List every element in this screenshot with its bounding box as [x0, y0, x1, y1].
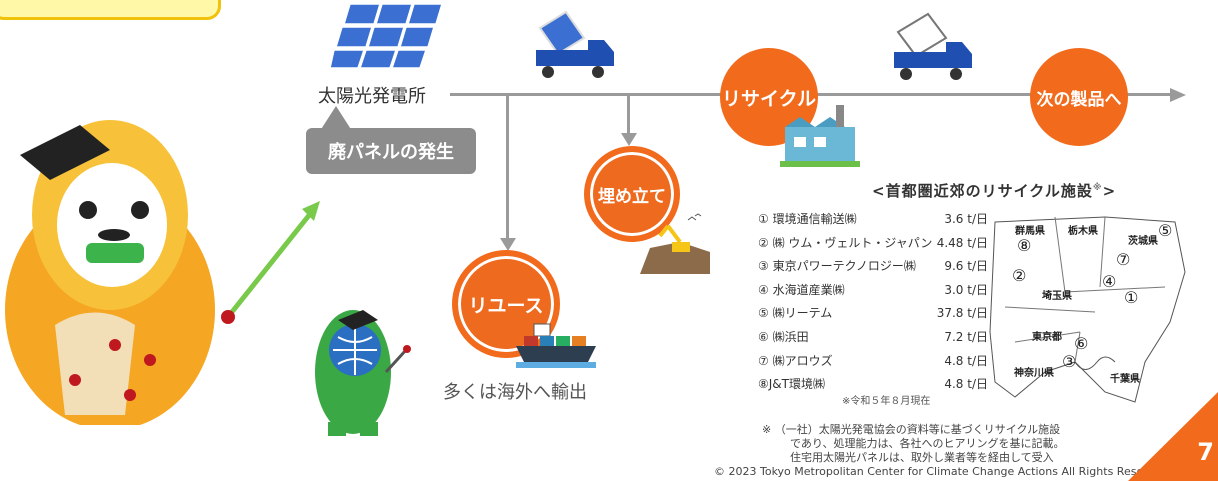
mascot-orange-icon — [5, 120, 215, 425]
facility-capacity: 4.8 t/日 — [944, 377, 988, 392]
facility-title-close: > — [1102, 182, 1117, 200]
waste-panel-box: 廃パネルの発生 — [306, 128, 476, 174]
map-pref-kanagawa: 神奈川県 — [1014, 368, 1054, 379]
map-marker: ③ — [1062, 352, 1077, 371]
facility-name: ① 環境通信輸送㈱ — [758, 212, 857, 226]
footnote-line: ※ （一社）太陽光発電協会の資料等に基づくリサイクル施設 — [762, 423, 1061, 436]
facility-list-title: <首都圏近郊のリサイクル施設※> — [872, 180, 1116, 201]
speech-bubble — [0, 0, 221, 20]
facility-capacity: 7.2 t/日 — [944, 329, 988, 344]
next-product-circle: 次の製品へ — [1030, 48, 1128, 146]
truck-with-panel-icon — [536, 10, 614, 78]
map-pref-gunma: 群馬県 — [1015, 226, 1045, 237]
kanto-map — [989, 216, 1186, 403]
facility-capacity: 4.8 t/日 — [944, 353, 988, 368]
map-marker: ④ — [1102, 272, 1117, 291]
landfill-excavator-icon — [640, 213, 710, 274]
landfill-circle: 埋め立て — [584, 146, 680, 242]
facility-capacity: 3.6 t/日 — [944, 212, 988, 226]
facility-name: ⑥ ㈱浜田 — [758, 329, 809, 344]
facility-name: ⑤ ㈱リーテム — [758, 306, 833, 321]
facility-row: ④ 水海道産業㈱ 3.0 t/日 — [758, 279, 988, 303]
facility-name: ② ㈱ ウム・ヴェルト・ジャパン — [758, 235, 933, 250]
pointer-arrow-icon — [221, 201, 320, 324]
facility-row: ⑥ ㈱浜田 7.2 t/日 — [758, 326, 988, 350]
facility-row: ⑧J&T環境㈱ 4.8 t/日 — [758, 373, 988, 397]
facility-title-mark: ※ — [1092, 183, 1103, 193]
recycle-circle: リサイクル — [720, 48, 818, 146]
reuse-branch-line — [506, 95, 509, 245]
facility-name: ⑧J&T環境㈱ — [758, 377, 825, 392]
footnote-line: であり、処理能力は、各社へのヒアリングを基に記載。 — [790, 437, 1065, 450]
plant-label: 太陽光発電所 — [318, 86, 426, 107]
map-marker: ⑧ — [1017, 236, 1032, 255]
landfill-branch-line — [627, 95, 630, 137]
page-corner-triangle — [1128, 392, 1218, 481]
map-pref-tochigi: 栃木県 — [1068, 226, 1098, 237]
map-pref-ibaraki: 茨城県 — [1128, 236, 1158, 247]
map-pref-saitama: 埼玉県 — [1042, 291, 1072, 302]
map-marker: ⑥ — [1074, 334, 1089, 353]
landfill-branch-arrow-icon — [621, 133, 637, 146]
copyright-text: © 2023 Tokyo Metropolitan Center for Cli… — [714, 465, 1172, 478]
facility-capacity: 3.0 t/日 — [944, 282, 988, 297]
map-pref-chiba: 千葉県 — [1110, 374, 1140, 385]
map-marker: ⑤ — [1158, 221, 1173, 240]
map-marker: ⑦ — [1116, 250, 1131, 269]
reuse-branch-arrow-icon — [500, 238, 516, 251]
arrow-head-icon — [1170, 88, 1186, 102]
facility-name: ③ 東京パワーテクノロジー㈱ — [758, 259, 916, 274]
page-number: 7 — [1197, 438, 1214, 466]
facility-title-text: <首都圏近郊のリサイクル施設 — [872, 182, 1093, 200]
overseas-export-text: 多くは海外へ輸出 — [443, 382, 587, 403]
cargo-ship-icon — [516, 323, 596, 368]
facility-row: ① 環境通信輸送㈱ 3.6 t/日 — [758, 208, 988, 232]
facility-name: ④ 水海道産業㈱ — [758, 282, 845, 297]
map-marker: ② — [1012, 266, 1027, 285]
facility-capacity: 9.6 t/日 — [944, 259, 988, 274]
facility-row: ⑦ ㈱アロウズ 4.8 t/日 — [758, 350, 988, 374]
truck-with-empty-panel-icon — [894, 12, 972, 80]
facility-capacity: 4.48 t/日 — [936, 235, 988, 250]
facility-name: ⑦ ㈱アロウズ — [758, 353, 833, 368]
footnote-line: 住宅用太陽光パネルは、取外し業者等を経由して受入 — [790, 451, 1054, 464]
as-of-note: ※令和５年８月現在 — [842, 396, 931, 407]
footnote: ※ （一社）太陽光発電協会の資料等に基づくリサイクル施設 であり、処理能力は、各… — [762, 423, 1064, 465]
map-pref-tokyo: 東京都 — [1032, 332, 1062, 343]
solar-panel-array-icon — [330, 3, 444, 69]
mascot-globe-icon — [315, 310, 411, 436]
facility-row: ⑤ ㈱リーテム 37.8 t/日 — [758, 302, 988, 326]
map-marker: ① — [1124, 288, 1139, 307]
callout-pointer-icon — [318, 106, 354, 134]
facility-capacity: 37.8 t/日 — [936, 306, 988, 321]
facility-row: ③ 東京パワーテクノロジー㈱ 9.6 t/日 — [758, 255, 988, 279]
factory-icon — [780, 105, 860, 167]
